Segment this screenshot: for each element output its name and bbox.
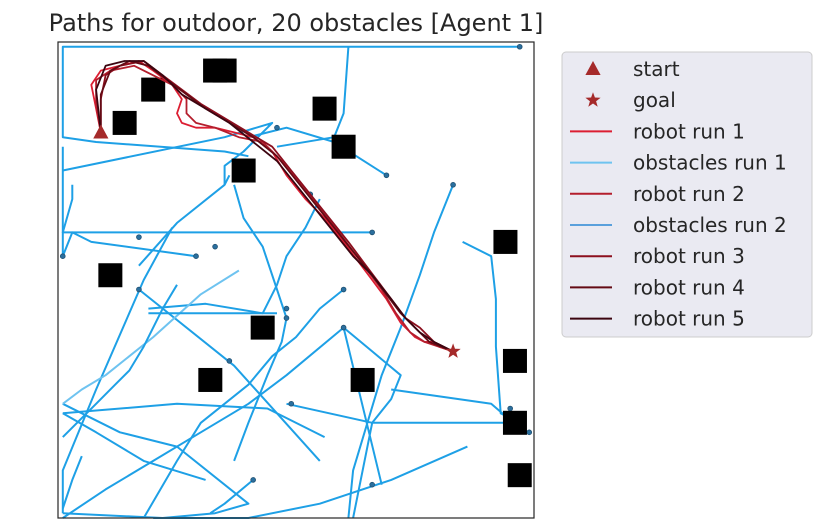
legend-label: obstacles run 1 xyxy=(633,151,787,175)
legend-item-2: goal xyxy=(585,88,676,112)
obstacle-endpoint-15 xyxy=(507,405,514,412)
obstacle-endpoint-5 xyxy=(369,229,375,236)
obstacle-path-16 xyxy=(62,326,345,519)
legend-label: robot run 2 xyxy=(633,182,745,206)
robot-run-4 xyxy=(99,60,454,353)
obstacle-path-10 xyxy=(61,227,174,514)
legend-item-1: start xyxy=(585,57,680,81)
robot-run-5 xyxy=(95,60,454,353)
obstacle-path-4 xyxy=(61,184,373,234)
obstacle-path-7 xyxy=(138,174,231,267)
obstacle-endpoint-14 xyxy=(288,400,295,407)
obstacle-path-8 xyxy=(138,288,321,462)
obstacle-path-14 xyxy=(347,184,455,519)
legend: start goal robot run 1 obstacles run 1 robot… xyxy=(561,51,813,338)
obstacle-endpoint-2 xyxy=(274,124,280,131)
plot-background xyxy=(58,42,534,518)
obstacle-endpoint-21 xyxy=(283,315,290,321)
legend-label: robot run 5 xyxy=(633,307,745,331)
obstacle-15 xyxy=(507,463,532,488)
legend-start-icon xyxy=(585,61,601,75)
obstacle-path-11 xyxy=(148,198,321,315)
obstacle-endpoint-17 xyxy=(369,481,375,488)
obstacle-endpoint-6 xyxy=(59,253,66,260)
obstacle-endpoint-12 xyxy=(340,324,347,331)
plot-frame xyxy=(57,41,535,519)
obstacle-14 xyxy=(502,410,527,435)
obstacle-7 xyxy=(231,158,256,183)
start-marker xyxy=(93,124,109,139)
legend-label: goal xyxy=(633,88,676,112)
obstacle-6 xyxy=(331,134,356,159)
obstacle-10 xyxy=(250,315,275,340)
obstacle-5 xyxy=(112,110,137,135)
obstacle-3 xyxy=(203,58,228,83)
chart-title: Paths for outdoor, 20 obstacles [Agent 1… xyxy=(49,9,544,37)
obstacle-path-21 xyxy=(61,455,83,509)
obstacle-endpoint-7 xyxy=(136,234,142,240)
start-goal-markers xyxy=(93,124,461,358)
legend-item-6: obstacles run 2 xyxy=(570,213,787,237)
legend-label: obstacles run 2 xyxy=(633,213,787,237)
obstacle-endpoint-13 xyxy=(226,358,233,364)
obstacle-path-1 xyxy=(61,45,520,158)
goal-marker xyxy=(445,343,461,358)
legend-goal-icon xyxy=(585,92,601,107)
obstacle-path-25 xyxy=(62,269,240,405)
plot-area xyxy=(57,41,535,519)
obstacle-endpoint-4 xyxy=(450,182,456,188)
obstacle-path-13 xyxy=(142,288,345,519)
obstacle-path-22 xyxy=(209,479,254,515)
obstacle-path-2 xyxy=(276,46,350,148)
legend-item-5: robot run 2 xyxy=(570,182,745,206)
obstacle-endpoint-18 xyxy=(250,477,256,483)
legend-box xyxy=(561,51,813,338)
obstacle-endpoint-11 xyxy=(340,286,347,293)
legend-label: start xyxy=(633,57,680,81)
legend-item-4: obstacles run 1 xyxy=(570,151,787,175)
obstacle-endpoint-10 xyxy=(283,305,290,312)
obstacle-endpoint-8 xyxy=(193,253,199,260)
obstacle-11 xyxy=(502,348,527,373)
obstacle-squares xyxy=(98,58,532,488)
obstacle-endpoint-1 xyxy=(516,43,523,50)
obstacle-13 xyxy=(350,367,375,392)
legend-item-7: robot run 3 xyxy=(570,244,745,268)
obstacle-path-5 xyxy=(248,126,387,177)
legend-item-9: robot run 5 xyxy=(570,307,745,331)
legend-label: robot run 3 xyxy=(633,244,745,268)
obstacle-path-6 xyxy=(61,146,197,258)
legend-item-8: robot run 4 xyxy=(570,275,745,299)
obstacle-endpoint-9 xyxy=(136,286,142,293)
legend-label: robot run 4 xyxy=(633,275,745,299)
legend-item-3: robot run 1 xyxy=(570,119,745,143)
obstacle-endpoint-20 xyxy=(212,243,218,250)
obstacle-path-20 xyxy=(62,412,206,481)
obstacle-path-27 xyxy=(62,284,178,438)
legend-label: robot run 1 xyxy=(633,119,745,143)
obstacle-4 xyxy=(312,96,337,121)
obstacle-path-24 xyxy=(62,402,326,438)
robot-runs xyxy=(90,60,454,353)
obstacle-12 xyxy=(198,367,223,392)
obstacle-endpoint-3 xyxy=(383,172,390,179)
obstacle-endpoint-16 xyxy=(526,429,533,436)
obstacle-1 xyxy=(141,77,166,102)
obstacle-8 xyxy=(493,229,518,254)
obstacle-9 xyxy=(98,263,123,288)
